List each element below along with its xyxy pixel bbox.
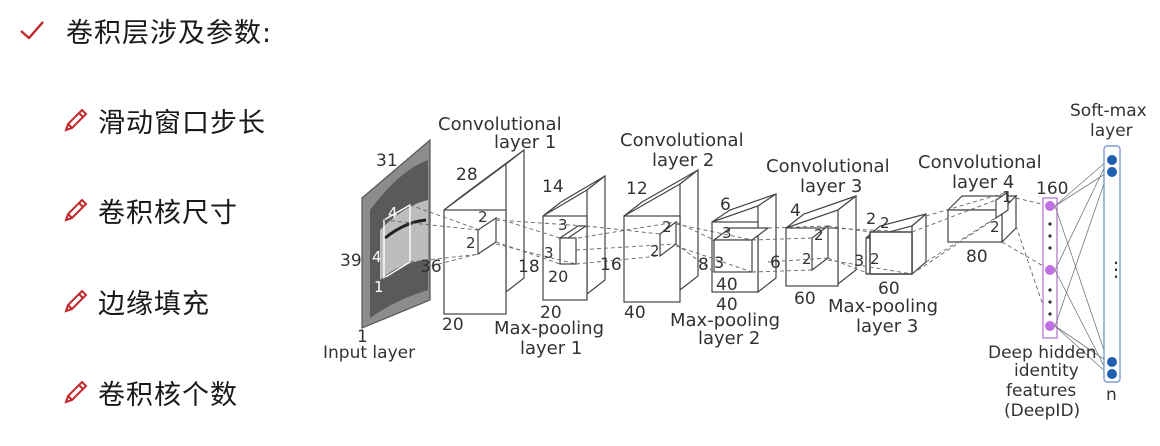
conv4-block xyxy=(946,190,1018,244)
softmax-line2: layer xyxy=(1090,121,1133,141)
conv1-kernel-a-label: 2 xyxy=(478,208,488,226)
pool2-title-line2: layer 2 xyxy=(698,328,760,349)
input-kernel-b-label: 4 xyxy=(372,248,382,266)
conv1-width-label: 36 xyxy=(420,257,442,277)
pool1-height-label: 14 xyxy=(542,177,564,197)
checkmark-icon xyxy=(20,21,44,40)
pool2-kernel-b-label: 3 xyxy=(714,253,724,272)
conv4-title-line2: layer 4 xyxy=(952,172,1014,193)
conv4-title-line1: Convolutional xyxy=(918,152,1042,173)
conv4-kernel-a-label: 1 xyxy=(1002,188,1012,206)
pencil-icon xyxy=(64,380,88,404)
bullet-label: 卷积核尺寸 xyxy=(98,197,238,229)
bullet-label: 卷积核个数 xyxy=(98,379,238,411)
input-layer-name: Input layer xyxy=(323,343,415,363)
pool1-depth-in-label: 20 xyxy=(548,267,568,286)
conv2-width-label: 16 xyxy=(600,255,622,275)
bullet-kernel-size: 卷积核尺寸 xyxy=(62,190,238,230)
conv3-kernel-a-label: 2 xyxy=(814,226,824,244)
conv2-title-line1: Convolutional xyxy=(620,130,744,151)
pool1-title-line1: Max-pooling xyxy=(494,318,604,339)
conv1-height-label: 28 xyxy=(456,165,478,185)
bullet-label: 滑动窗口步长 xyxy=(98,107,266,139)
conv1-title-line1: Convolutional xyxy=(438,114,562,135)
pool3-depth-label: 60 xyxy=(878,279,900,299)
deepid-line2: identity xyxy=(1014,361,1079,381)
fc-lines xyxy=(1054,159,1109,375)
conv2-title-line2: layer 2 xyxy=(652,150,714,171)
pool1-kernel-b-label: 3 xyxy=(544,244,554,262)
input-depth-label: 1 xyxy=(357,327,368,347)
pool2-depth-label: 40 xyxy=(716,295,738,315)
conv4-depth-label: 80 xyxy=(966,247,988,267)
conv2-block xyxy=(623,168,699,303)
conv2-height-label: 12 xyxy=(626,179,648,199)
pool1-kernel-a-label: 3 xyxy=(558,216,568,234)
softmax-size-label: n xyxy=(1106,385,1117,405)
bullet-padding: 边缘填充 xyxy=(62,281,210,321)
conv2-depth-label: 40 xyxy=(624,303,646,323)
pool1-title-line2: layer 1 xyxy=(520,338,582,359)
softmax-column xyxy=(1103,145,1121,383)
input-height-label: 39 xyxy=(340,251,362,271)
connection-lines xyxy=(383,191,1051,327)
input-kernel-depth-label: 1 xyxy=(374,278,384,296)
input-width-label: 31 xyxy=(376,151,398,171)
pool1-depth-label: 20 xyxy=(540,303,562,323)
pool1-width-label: 18 xyxy=(518,257,540,277)
pencil-icon xyxy=(64,289,88,313)
pool3-height-label: 2 xyxy=(866,209,876,228)
pencil-icon xyxy=(64,108,88,132)
deepid-size-label: 160 xyxy=(1036,179,1068,199)
input-image xyxy=(361,138,431,329)
conv2-kernel-b-label: 2 xyxy=(650,242,660,260)
pool2-kernel-a-label: 3 xyxy=(722,224,732,242)
pool3-kernel-a-label: 2 xyxy=(880,214,890,232)
page-title: 卷积层涉及参数: xyxy=(66,17,273,49)
pool2-title-line1: Max-pooling xyxy=(670,310,780,331)
conv3-depth-label: 60 xyxy=(794,289,816,309)
conv1-title-line2: layer 1 xyxy=(494,132,556,153)
conv1-depth-label: 20 xyxy=(442,315,464,335)
deepid-line4: (DeepID) xyxy=(1004,401,1080,421)
bullet-kernel-count: 卷积核个数 xyxy=(62,372,238,412)
pencil-icon xyxy=(64,198,88,222)
pool3-kernel-b-label: 2 xyxy=(870,250,880,268)
conv3-width-label: 6 xyxy=(770,253,781,273)
softmax-line1: Soft-max xyxy=(1070,101,1147,121)
pool2-block xyxy=(711,192,777,294)
pool2-width-label: 8 xyxy=(698,255,709,275)
bullet-label: 边缘填充 xyxy=(98,288,210,320)
pool3-block xyxy=(865,212,927,276)
deepid-line3: features xyxy=(1006,381,1076,401)
input-kernel-a-label: 4 xyxy=(388,204,398,222)
cnn-architecture-diagram: 31 39 4 4 1 1 Input layer Convolutional … xyxy=(323,101,1147,421)
conv3-height-label: 4 xyxy=(790,201,801,221)
pool3-width-label: 3 xyxy=(854,251,864,270)
pool2-depth-in-label: 40 xyxy=(716,275,738,295)
conv3-kernel-b-label: 2 xyxy=(802,250,812,268)
bullet-stride: 滑动窗口步长 xyxy=(62,100,266,140)
conv2-kernel-a-label: 2 xyxy=(662,218,672,236)
deepid-column xyxy=(1042,197,1058,339)
title-row: 卷积层涉及参数: xyxy=(18,8,272,52)
conv4-kernel-b-label: 2 xyxy=(990,218,1000,236)
conv1-kernel-b-label: 2 xyxy=(466,234,476,252)
pool3-title-line1: Max-pooling xyxy=(828,296,938,317)
conv3-title-line2: layer 3 xyxy=(800,176,862,197)
conv3-title-line1: Convolutional xyxy=(766,156,890,177)
deepid-line1: Deep hidden xyxy=(988,343,1097,363)
pool3-title-line2: layer 3 xyxy=(856,316,918,337)
pool2-height-label: 6 xyxy=(720,195,731,215)
softmax-ellipsis: ⋮ xyxy=(1106,257,1126,281)
